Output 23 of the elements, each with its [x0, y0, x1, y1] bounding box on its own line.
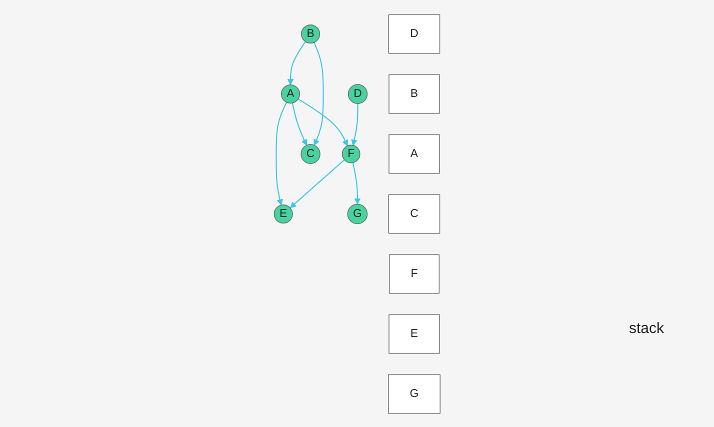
node-box: E [388, 314, 440, 354]
node-box: G [388, 374, 440, 414]
node-circle: B [300, 24, 320, 44]
node-box: C [388, 194, 440, 234]
node-circle: G [347, 203, 368, 224]
node-box: B [388, 74, 440, 114]
arrow [290, 158, 345, 208]
stack-label: stack [628, 320, 664, 337]
node-box: A [388, 134, 440, 174]
node-circle: D [348, 84, 368, 104]
node-box: F [388, 254, 440, 294]
arrow [287, 40, 306, 85]
node-box: D [388, 14, 440, 54]
node-circle: F [342, 144, 360, 163]
node-circle: A [280, 84, 300, 104]
arrow [298, 98, 348, 146]
arrow [313, 42, 324, 146]
node-circle: C [300, 144, 320, 164]
arrow [352, 162, 360, 204]
arrow [276, 102, 287, 205]
node-circle: E [274, 204, 293, 224]
arrow [351, 102, 358, 146]
arrow [292, 102, 308, 146]
